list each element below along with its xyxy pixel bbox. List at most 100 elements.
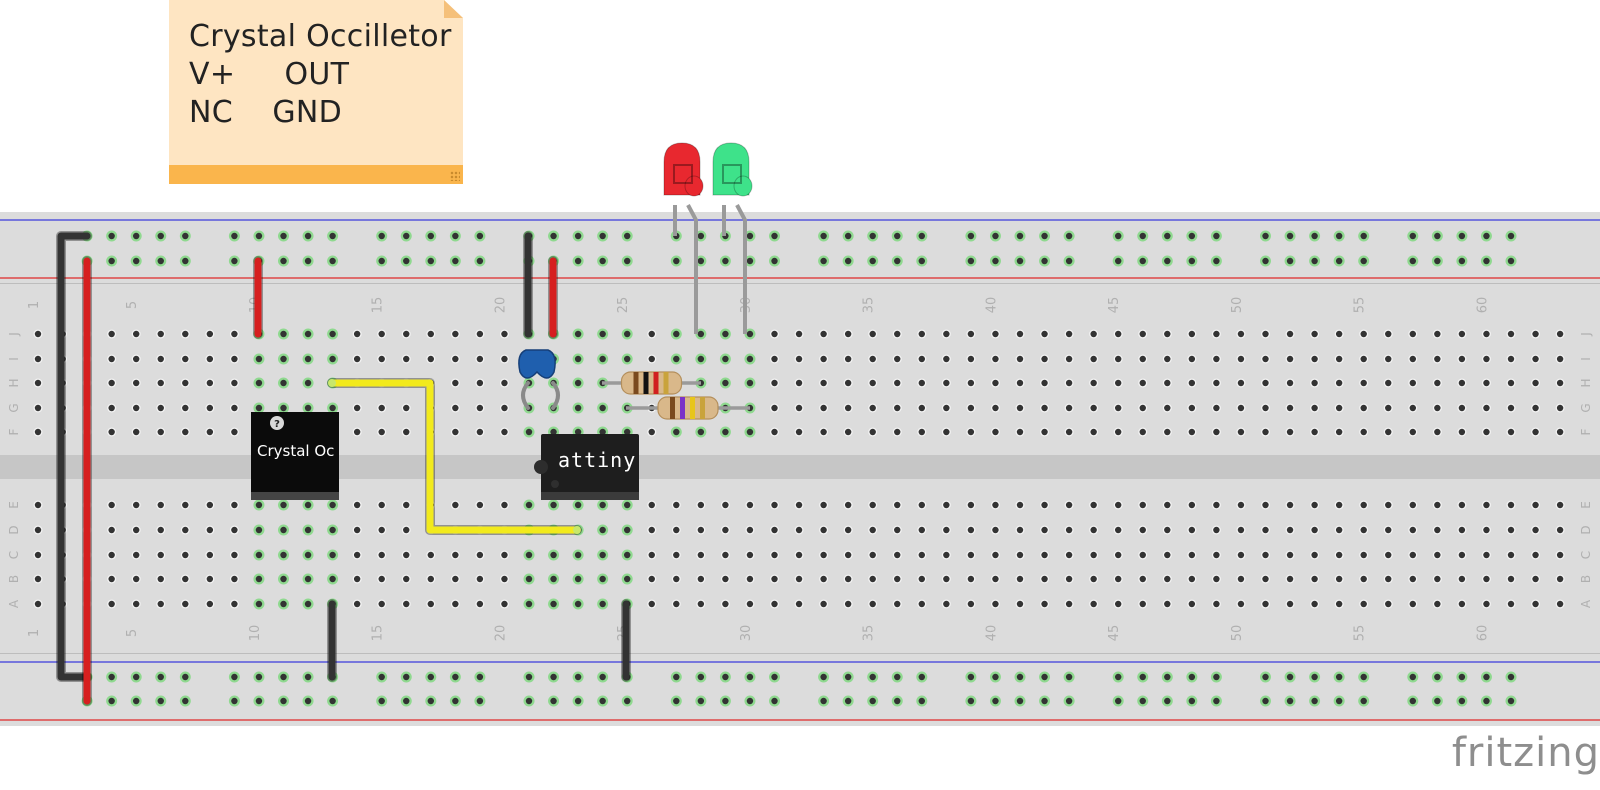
hole-center: [550, 600, 557, 608]
hole-center: [403, 404, 410, 412]
hole-center: [1532, 404, 1539, 412]
row-letter-E: E: [1579, 501, 1593, 509]
rail-hole-center: [378, 232, 385, 240]
hole-center: [1188, 379, 1196, 387]
rail-hole-center: [1164, 673, 1171, 681]
hole-center: [844, 575, 852, 583]
hole-center: [820, 330, 827, 338]
hole-center: [624, 428, 631, 436]
rail-hole-center: [231, 257, 238, 265]
row-letter-F: F: [1579, 428, 1593, 435]
hole-center: [1237, 526, 1245, 534]
hole-center: [795, 379, 803, 387]
led-leg: [686, 204, 698, 334]
rail-hole-center: [550, 673, 557, 681]
rail-hole-center: [182, 673, 189, 681]
hole-center: [133, 600, 140, 608]
hole-center: [1385, 355, 1392, 363]
hole-center: [992, 330, 999, 338]
hole-center: [133, 575, 140, 583]
rail-hole-center: [1188, 232, 1196, 240]
resize-grip-icon[interactable]: [450, 171, 460, 181]
hole-center: [108, 575, 115, 583]
hole-center: [820, 551, 827, 559]
hole-center: [353, 404, 361, 412]
hole-center: [182, 600, 189, 608]
rail-hole-center: [599, 257, 606, 265]
sticky-note[interactable]: Crystal Occilletor V+ OUT NC GND: [169, 0, 463, 184]
rail-hole-center: [231, 232, 238, 240]
hole-center: [771, 379, 778, 387]
hole-center: [1139, 575, 1146, 583]
hole-center: [378, 404, 385, 412]
hole-center: [34, 551, 42, 559]
hole-center: [943, 428, 950, 436]
hole-center: [1556, 355, 1564, 363]
rail-hole-center: [1262, 673, 1269, 681]
hole-center: [476, 551, 484, 559]
hole-center: [206, 575, 214, 583]
hole-center: [304, 600, 312, 608]
wire-black-left-rail[interactable]: [57, 232, 91, 681]
hole-center: [697, 355, 705, 363]
hole-center: [157, 575, 164, 583]
resistor-body: [620, 371, 683, 395]
rail-hole-center: [1434, 673, 1441, 681]
rail-hole-center: [231, 673, 238, 681]
hole-center: [1041, 355, 1048, 363]
rail-hole-center: [1311, 673, 1318, 681]
rail-hole-center: [133, 257, 140, 265]
rail-hole-center: [624, 232, 631, 240]
hole-center: [1041, 404, 1048, 412]
resistor-brown-violet-yellow[interactable]: [626, 396, 750, 420]
hole-center: [108, 600, 115, 608]
rail-hole-center: [844, 697, 852, 705]
hole-center: [182, 551, 189, 559]
hole-center: [1458, 404, 1466, 412]
led-flange: [733, 175, 753, 197]
hole-center: [1483, 575, 1490, 583]
wire-yellow[interactable]: [328, 379, 581, 534]
rail-hole-center: [746, 673, 754, 681]
rail-hole-center: [1139, 257, 1146, 265]
green-led[interactable]: [712, 142, 753, 334]
hole-center: [157, 355, 164, 363]
rail-hole-center: [1360, 257, 1367, 265]
hole-center: [1507, 330, 1515, 338]
hole-center: [820, 379, 827, 387]
hole-center: [1311, 428, 1318, 436]
hole-center: [1483, 428, 1490, 436]
attiny-chip[interactable]: attiny: [534, 434, 639, 500]
resistor-brown-black-red[interactable]: [602, 371, 701, 395]
hole-center: [476, 575, 484, 583]
hole-center: [1286, 501, 1294, 509]
rail-hole-center: [1409, 257, 1417, 265]
hole-center: [1016, 600, 1024, 608]
hole-center: [108, 501, 115, 509]
hole-center: [427, 600, 434, 608]
hole-center: [157, 526, 164, 534]
hole-center: [353, 355, 361, 363]
hole-center: [1556, 379, 1564, 387]
rail-hole-center: [1483, 232, 1490, 240]
rail-hole-center: [1434, 257, 1441, 265]
ceramic-capacitor[interactable]: [518, 349, 560, 410]
rail-hole-center: [967, 232, 975, 240]
hole-center: [820, 355, 827, 363]
hole-center: [304, 526, 312, 534]
rail-hole-center: [403, 232, 410, 240]
hole-center: [918, 428, 925, 436]
hole-center: [1115, 404, 1122, 412]
sticky-note-resize-bar[interactable]: [169, 165, 463, 184]
hole-center: [648, 575, 655, 583]
hole-center: [697, 575, 705, 583]
hole-center: [624, 526, 631, 534]
crystal-oscillator[interactable]: ?Crystal Oc: [251, 412, 339, 500]
led-leg: [735, 204, 747, 334]
rail-hole-center: [329, 697, 336, 705]
row-letter-E: E: [7, 501, 21, 509]
red-led[interactable]: [663, 142, 704, 334]
sticky-note-body: [169, 0, 463, 165]
hole-center: [550, 501, 557, 509]
hole-center: [574, 379, 582, 387]
